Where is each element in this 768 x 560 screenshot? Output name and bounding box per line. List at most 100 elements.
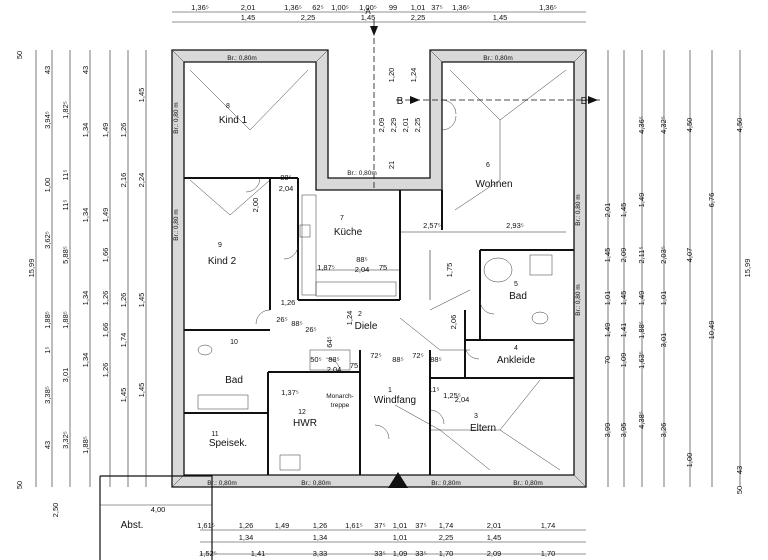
svg-text:1,00: 1,00 [43, 178, 52, 193]
svg-text:1,26: 1,26 [101, 363, 110, 378]
svg-text:2,93⁵: 2,93⁵ [506, 221, 524, 230]
svg-text:43: 43 [81, 66, 90, 74]
svg-text:1,63⁵: 1,63⁵ [637, 351, 646, 369]
top-dimensions: 1,36⁵ 2,01 1,36⁵ 62⁵ 1,00⁵ 1,00⁵ 99 1,01… [191, 3, 557, 22]
window-labels: Br.: 0,80m Br.: 0,80m Br.: 0,80m Br.: 0,… [173, 55, 582, 487]
abst-label: Abst. [121, 520, 144, 531]
room-10-name: Bad [225, 375, 243, 386]
svg-text:1,61⁵: 1,61⁵ [197, 521, 215, 530]
svg-text:1,01: 1,01 [411, 3, 426, 12]
svg-text:1,34: 1,34 [81, 123, 90, 138]
svg-text:99: 99 [389, 3, 397, 12]
svg-text:2,25: 2,25 [411, 13, 426, 22]
doors [245, 99, 495, 440]
svg-text:Br.: 0,80m: Br.: 0,80m [207, 480, 237, 487]
svg-text:2,24: 2,24 [137, 173, 146, 188]
svg-text:3,38⁵: 3,38⁵ [43, 386, 52, 404]
svg-text:2,09: 2,09 [619, 248, 628, 263]
svg-text:88⁵: 88⁵ [328, 355, 339, 364]
svg-text:1⁵: 1⁵ [43, 346, 52, 353]
right-dimensions: 2,01 1,45 1,01 1,49 70 3,99 1,45 2,09 1,… [603, 116, 752, 494]
svg-text:1,36⁵: 1,36⁵ [452, 3, 470, 12]
svg-text:50⁵: 50⁵ [310, 355, 321, 364]
abst-annex [99, 475, 213, 560]
svg-text:2,25: 2,25 [439, 533, 454, 542]
room-4-name: Ankleide [497, 355, 536, 366]
svg-text:21: 21 [387, 161, 396, 169]
room-labels: 8 Kind 1 9 Kind 2 7 Küche 6 Wohnen 5 Bad… [121, 7, 588, 531]
svg-text:1,82⁵: 1,82⁵ [61, 101, 70, 119]
room-4-number: 4 [514, 345, 518, 352]
svg-text:Br.: 0,80m: Br.: 0,80m [301, 480, 331, 487]
svg-text:1,70: 1,70 [541, 549, 556, 558]
svg-text:26⁵: 26⁵ [305, 325, 316, 334]
svg-text:6,76: 6,76 [707, 193, 716, 208]
abst-width: 4,00 [151, 505, 166, 514]
svg-text:1,45: 1,45 [603, 248, 612, 263]
svg-text:1,24: 1,24 [409, 68, 418, 83]
svg-text:15,99: 15,99 [743, 259, 752, 278]
svg-text:1,45: 1,45 [119, 388, 128, 403]
svg-text:1,36⁵: 1,36⁵ [191, 3, 209, 12]
svg-text:2,03⁵: 2,03⁵ [659, 246, 668, 264]
svg-text:2,01: 2,01 [603, 203, 612, 218]
svg-text:1,45: 1,45 [137, 88, 146, 103]
svg-text:1,24: 1,24 [345, 311, 354, 326]
svg-text:1,37⁵: 1,37⁵ [281, 388, 299, 397]
svg-text:1,45: 1,45 [241, 13, 256, 22]
svg-text:1,26: 1,26 [281, 298, 296, 307]
svg-text:4,32⁵: 4,32⁵ [659, 116, 668, 134]
svg-text:26⁵: 26⁵ [276, 315, 287, 324]
svg-text:2,09: 2,09 [487, 549, 502, 558]
interior-dimensions: 2,57⁵ 2,93⁵ 1,87⁵ 2,04 88⁵ 75 1,75 1,26 … [251, 68, 524, 404]
svg-text:1,88⁵: 1,88⁵ [43, 311, 52, 329]
svg-text:1,09: 1,09 [393, 549, 408, 558]
svg-text:1,34: 1,34 [313, 533, 328, 542]
svg-text:50: 50 [735, 486, 744, 494]
room-11-name: Speisek. [209, 438, 247, 449]
svg-text:15,99: 15,99 [27, 259, 36, 278]
svg-text:2,09: 2,09 [377, 118, 386, 133]
svg-text:43: 43 [43, 441, 52, 449]
svg-text:3,99: 3,99 [603, 423, 612, 438]
svg-text:2,06: 2,06 [449, 315, 458, 330]
svg-text:43: 43 [735, 466, 744, 474]
svg-text:1,61⁵: 1,61⁵ [345, 521, 363, 530]
room-8-number: 8 [226, 103, 230, 110]
svg-text:1,09: 1,09 [619, 353, 628, 368]
svg-text:50: 50 [15, 481, 24, 489]
svg-text:Br.: 0,80m: Br.: 0,80m [227, 55, 257, 62]
svg-text:10,49: 10,49 [707, 321, 716, 340]
svg-text:1,66: 1,66 [101, 323, 110, 338]
svg-text:1,49: 1,49 [637, 291, 646, 306]
svg-text:33⁵: 33⁵ [374, 549, 385, 558]
svg-text:75: 75 [350, 361, 358, 370]
svg-text:1,26: 1,26 [239, 521, 254, 530]
svg-text:2,00: 2,00 [251, 198, 260, 213]
room-9-number: 9 [218, 242, 222, 249]
room-1-number: 1 [388, 387, 392, 394]
svg-text:72⁵: 72⁵ [370, 351, 381, 360]
room-8-name: Kind 1 [219, 115, 248, 126]
svg-text:33⁵: 33⁵ [415, 549, 426, 558]
svg-text:Br.: 0,80m: Br.: 0,80m [347, 170, 377, 177]
svg-text:Br.: 0,80 m: Br.: 0,80 m [575, 284, 582, 315]
svg-text:1,70: 1,70 [439, 549, 454, 558]
svg-text:1,26: 1,26 [313, 521, 328, 530]
svg-text:1,26: 1,26 [119, 123, 128, 138]
svg-text:1,34: 1,34 [81, 208, 90, 223]
svg-text:1,45: 1,45 [137, 293, 146, 308]
svg-text:1,49: 1,49 [603, 323, 612, 338]
fixtures [197, 194, 553, 471]
svg-text:88⁵: 88⁵ [392, 355, 403, 364]
svg-text:1,00: 1,00 [685, 453, 694, 468]
svg-text:70: 70 [603, 356, 612, 364]
svg-text:2,01: 2,01 [487, 521, 502, 530]
room-2-number: 2 [358, 311, 362, 318]
svg-text:88⁵: 88⁵ [291, 319, 302, 328]
svg-text:1,36⁵: 1,36⁵ [284, 3, 302, 12]
svg-text:1,01: 1,01 [603, 291, 612, 306]
svg-text:1,41: 1,41 [619, 323, 628, 338]
svg-text:1,00⁵: 1,00⁵ [359, 3, 377, 12]
